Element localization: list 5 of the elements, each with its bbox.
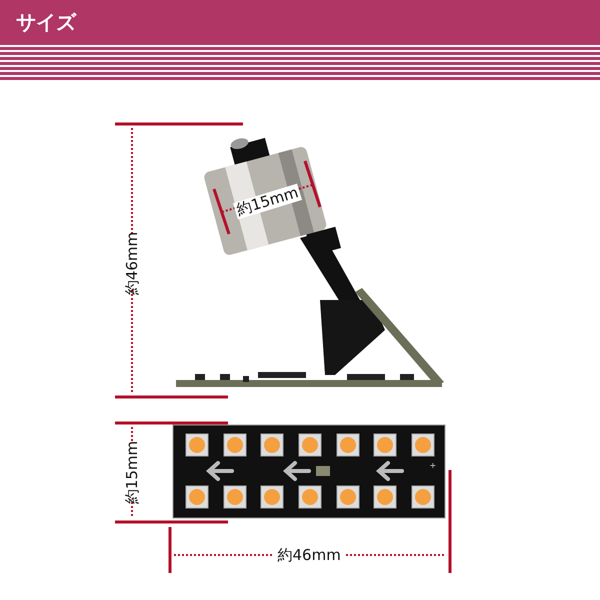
dimension-label: 約46mm: [278, 548, 341, 562]
section-title: サイズ: [16, 12, 76, 32]
board-marking: +: [430, 462, 436, 470]
dimension-label: 約46mm: [124, 231, 140, 295]
dimension-label: 約15mm: [124, 440, 140, 504]
